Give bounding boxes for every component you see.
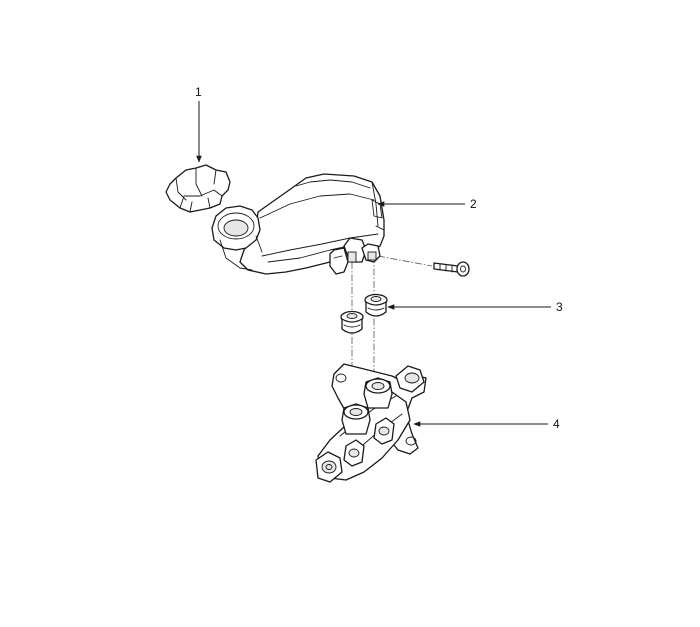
callout-number-2: 2 [470,197,477,211]
callout-number-1: 1 [195,85,202,99]
callout-number-3: 3 [556,300,563,314]
callout-number-4: 4 [553,417,560,431]
callout-2: 2 [377,197,477,211]
callout-4: 4 [413,417,560,431]
reservoir-mounting-pin [433,261,470,277]
grommets-part [340,293,388,334]
master-cylinder-part [315,363,427,483]
assembly-center-lines [351,255,433,392]
reservoir-cap-part [165,164,231,213]
callout-1: 1 [195,85,202,163]
reservoir-part [211,173,385,275]
callout-3: 3 [387,300,563,314]
